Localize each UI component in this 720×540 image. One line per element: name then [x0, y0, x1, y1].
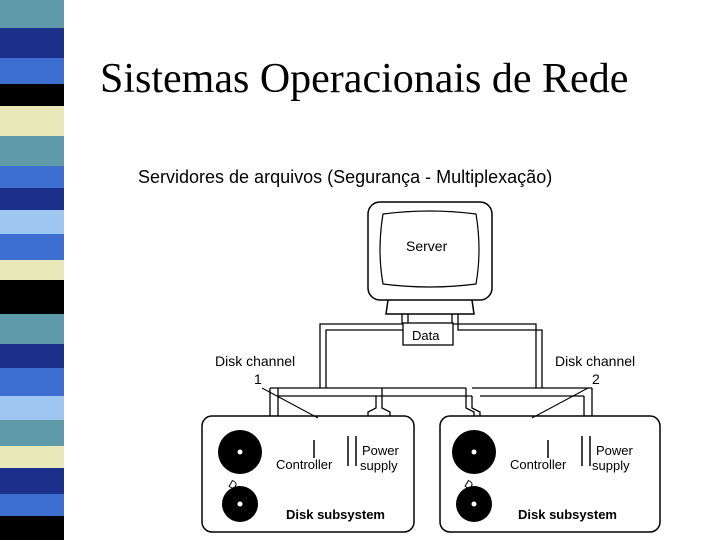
sidebar-block: [0, 344, 64, 368]
disk-subsystem-right: [439, 415, 661, 533]
power-left-line1: Power: [362, 443, 400, 458]
sidebar-block: [0, 106, 64, 136]
sidebar-block: [0, 280, 64, 314]
sidebar-block: [0, 84, 64, 106]
sidebar-block: [0, 516, 64, 540]
disk-subsystem-left: [201, 415, 415, 533]
channel-left-pointer: [261, 387, 319, 419]
sidebar-block: [0, 58, 64, 84]
disk-subsystem-left-caption: Disk subsystem: [286, 507, 385, 522]
controller-left: Controller: [276, 457, 333, 472]
power-right-line1: Power: [596, 443, 634, 458]
sidebar-block: [0, 396, 64, 420]
data-cables: [319, 314, 543, 388]
channel-right-line2: 2: [592, 371, 600, 387]
sidebar-block: [0, 420, 64, 446]
server-monitor: [367, 201, 493, 315]
channel-right-pointer: [531, 387, 589, 419]
controller-right: Controller: [510, 457, 567, 472]
data-label: Data: [412, 328, 440, 343]
server-label: Server: [406, 238, 448, 254]
sidebar-block: [0, 136, 64, 166]
sidebar-block: [0, 0, 64, 28]
power-left-line2: supply: [360, 458, 398, 473]
sidebar-block: [0, 260, 64, 280]
sidebar-block: [0, 234, 64, 260]
sidebar-block: [0, 210, 64, 234]
sidebar-block: [0, 28, 64, 58]
disk-subsystem-right-caption: Disk subsystem: [518, 507, 617, 522]
data-box: [402, 322, 454, 346]
sidebar-block: [0, 446, 64, 468]
decorative-sidebar: [0, 0, 64, 540]
power-right-line2: supply: [592, 458, 630, 473]
sidebar-block: [0, 368, 64, 396]
sidebar-block: [0, 494, 64, 516]
sidebar-block: [0, 314, 64, 344]
sidebar-block: [0, 188, 64, 210]
sidebar-block: [0, 166, 64, 188]
sidebar-block: [0, 468, 64, 494]
channel-left-line2: 1: [254, 371, 262, 387]
slide-subtitle: Servidores de arquivos (Segurança - Mult…: [138, 167, 553, 187]
channel-right-line1: Disk channel: [555, 353, 635, 369]
slide-title: Sistemas Operacionais de Rede: [100, 56, 629, 102]
channel-left-line1: Disk channel: [215, 353, 295, 369]
